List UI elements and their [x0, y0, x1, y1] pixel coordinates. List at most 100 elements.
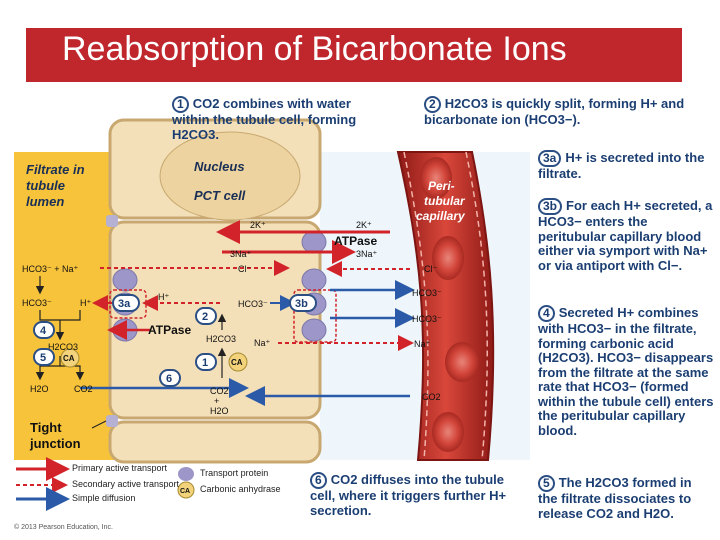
svg-text:1: 1 [202, 357, 208, 369]
junction-pointer [91, 420, 107, 429]
step-3a-text: H+ is secreted into the filtrate. [538, 150, 705, 181]
label-cell-h: H⁺ [158, 292, 169, 302]
legend-simple: Simple diffusion [72, 493, 136, 503]
red-blood-cell [445, 342, 479, 382]
svg-text:5: 5 [40, 352, 46, 364]
step-2-text: H2CO3 is quickly split, forming H+ and b… [424, 96, 685, 127]
badge-1: 1 [195, 353, 217, 371]
badge-6: 6 [159, 369, 181, 387]
label-blood-hco3: HCO3⁻ [412, 288, 442, 298]
step-1-badge: 1 [172, 96, 189, 113]
step-1-text: CO2 combines with water within the tubul… [172, 96, 357, 142]
label-cell-co2: CO2 [210, 386, 229, 396]
title-bar [26, 28, 682, 82]
step-3b-badge: 3b [538, 198, 563, 215]
tight-junction-bottom [106, 415, 118, 427]
svg-text:2: 2 [202, 311, 208, 323]
capillary-label-line1: Peri- [428, 179, 455, 193]
label-hco3-na: HCO3⁻ + Na⁺ [22, 264, 79, 274]
badge-4: 4 [33, 321, 55, 339]
legend-ca: Carbonic anhydrase [200, 484, 281, 494]
tight-junction-top [106, 215, 118, 227]
label-cell-h2o: H2O [210, 406, 229, 416]
label-cell-h2co3: H2CO3 [206, 334, 236, 344]
capillary-label-line2: tubular [424, 194, 466, 208]
carbonic-anhydrase-marker [60, 348, 80, 368]
svg-text:CA: CA [180, 488, 190, 495]
label-cell-atpase: ATPase [334, 234, 377, 248]
step-6-badge: 6 [310, 472, 327, 489]
label-blood-na: Na⁺ [414, 339, 431, 349]
red-blood-cell [432, 236, 464, 280]
label-blood-co2: CO2 [422, 392, 441, 402]
label-3na: 3Na⁺ [230, 249, 252, 259]
legend-primary: Primary active transport [72, 463, 168, 473]
pct-cell-label: PCT cell [194, 188, 246, 203]
svg-text:6: 6 [166, 373, 172, 385]
copyright: © 2013 Pearson Education, Inc. [14, 524, 113, 531]
step-3a-badge: 3a [538, 150, 562, 167]
step-4-badge: 4 [538, 305, 555, 322]
label-h2o: H2O [30, 384, 49, 394]
step-6-text: CO2 diffuses into the tubule cell, where… [310, 472, 507, 518]
badge-2: 2 [195, 307, 217, 325]
label-co2: CO2 [74, 384, 93, 394]
lumen-label-line3: lumen [26, 194, 64, 209]
badge-3b: 3b [289, 294, 317, 312]
label-cl: Cl⁻ [238, 264, 251, 274]
lumen-label-line2: tubule [26, 178, 65, 193]
step-2-badge: 2 [424, 96, 441, 113]
svg-text:4: 4 [40, 325, 47, 337]
label-hco3: HCO3⁻ [22, 298, 52, 308]
carbonic-anhydrase-marker [228, 352, 248, 372]
legend-protein-swatch [178, 467, 194, 481]
label-blood-2k: 2K⁺ [356, 220, 372, 230]
label-cell-ca: CA [231, 358, 243, 367]
badge-3a: 3a [112, 294, 140, 312]
transport-protein [301, 318, 327, 342]
lumen-label-line1: Filtrate in [26, 162, 85, 177]
legend-protein: Transport protein [200, 468, 269, 478]
nucleus-label: Nucleus [194, 159, 245, 174]
transport-protein [112, 268, 138, 292]
junction-label-line1: Tight [30, 420, 62, 435]
label-lumen-atpase: ATPase [148, 323, 191, 337]
svg-text:3a: 3a [118, 298, 131, 310]
label-blood-hco3: HCO3⁻ [412, 314, 442, 324]
label-h: H⁺ [80, 298, 91, 308]
red-blood-cell [432, 412, 464, 452]
nucleus [159, 131, 301, 221]
junction-label-line2: junction [29, 436, 81, 451]
label-cell-na: Na⁺ [254, 338, 271, 348]
capillary-label-line3: capillary [416, 209, 466, 223]
label-h2co3: H2CO3 [48, 342, 78, 352]
label-cell-plus: + [214, 396, 219, 406]
badge-5: 5 [33, 348, 55, 366]
pct-cell-bottom [108, 420, 322, 464]
peritubular-capillary [396, 151, 495, 461]
step-3b-text: For each H+ secreted, a HCO3− enters the… [538, 198, 713, 273]
legend-secondary: Secondary active transport [72, 479, 180, 489]
label-ca: CA [63, 354, 75, 363]
svg-text:3b: 3b [295, 298, 308, 310]
legend-ca-swatch [177, 481, 195, 499]
slide-title: Reabsorption of Bicarbonate Ions [62, 30, 567, 68]
label-cell-hco3: HCO3⁻ [238, 299, 268, 309]
label-blood-3na: 3Na⁺ [356, 249, 378, 259]
transport-protein [301, 230, 327, 254]
red-blood-cell [420, 157, 452, 199]
step-4-text: Secreted H+ combines with HCO3− in the f… [538, 305, 714, 438]
label-2k: 2K⁺ [250, 220, 266, 230]
step-5-badge: 5 [538, 475, 555, 492]
transport-protein [301, 268, 327, 292]
label-blood-cl: Cl⁻ [424, 264, 437, 274]
step-5-text: The H2CO3 formed in the filtrate dissoci… [538, 475, 692, 521]
